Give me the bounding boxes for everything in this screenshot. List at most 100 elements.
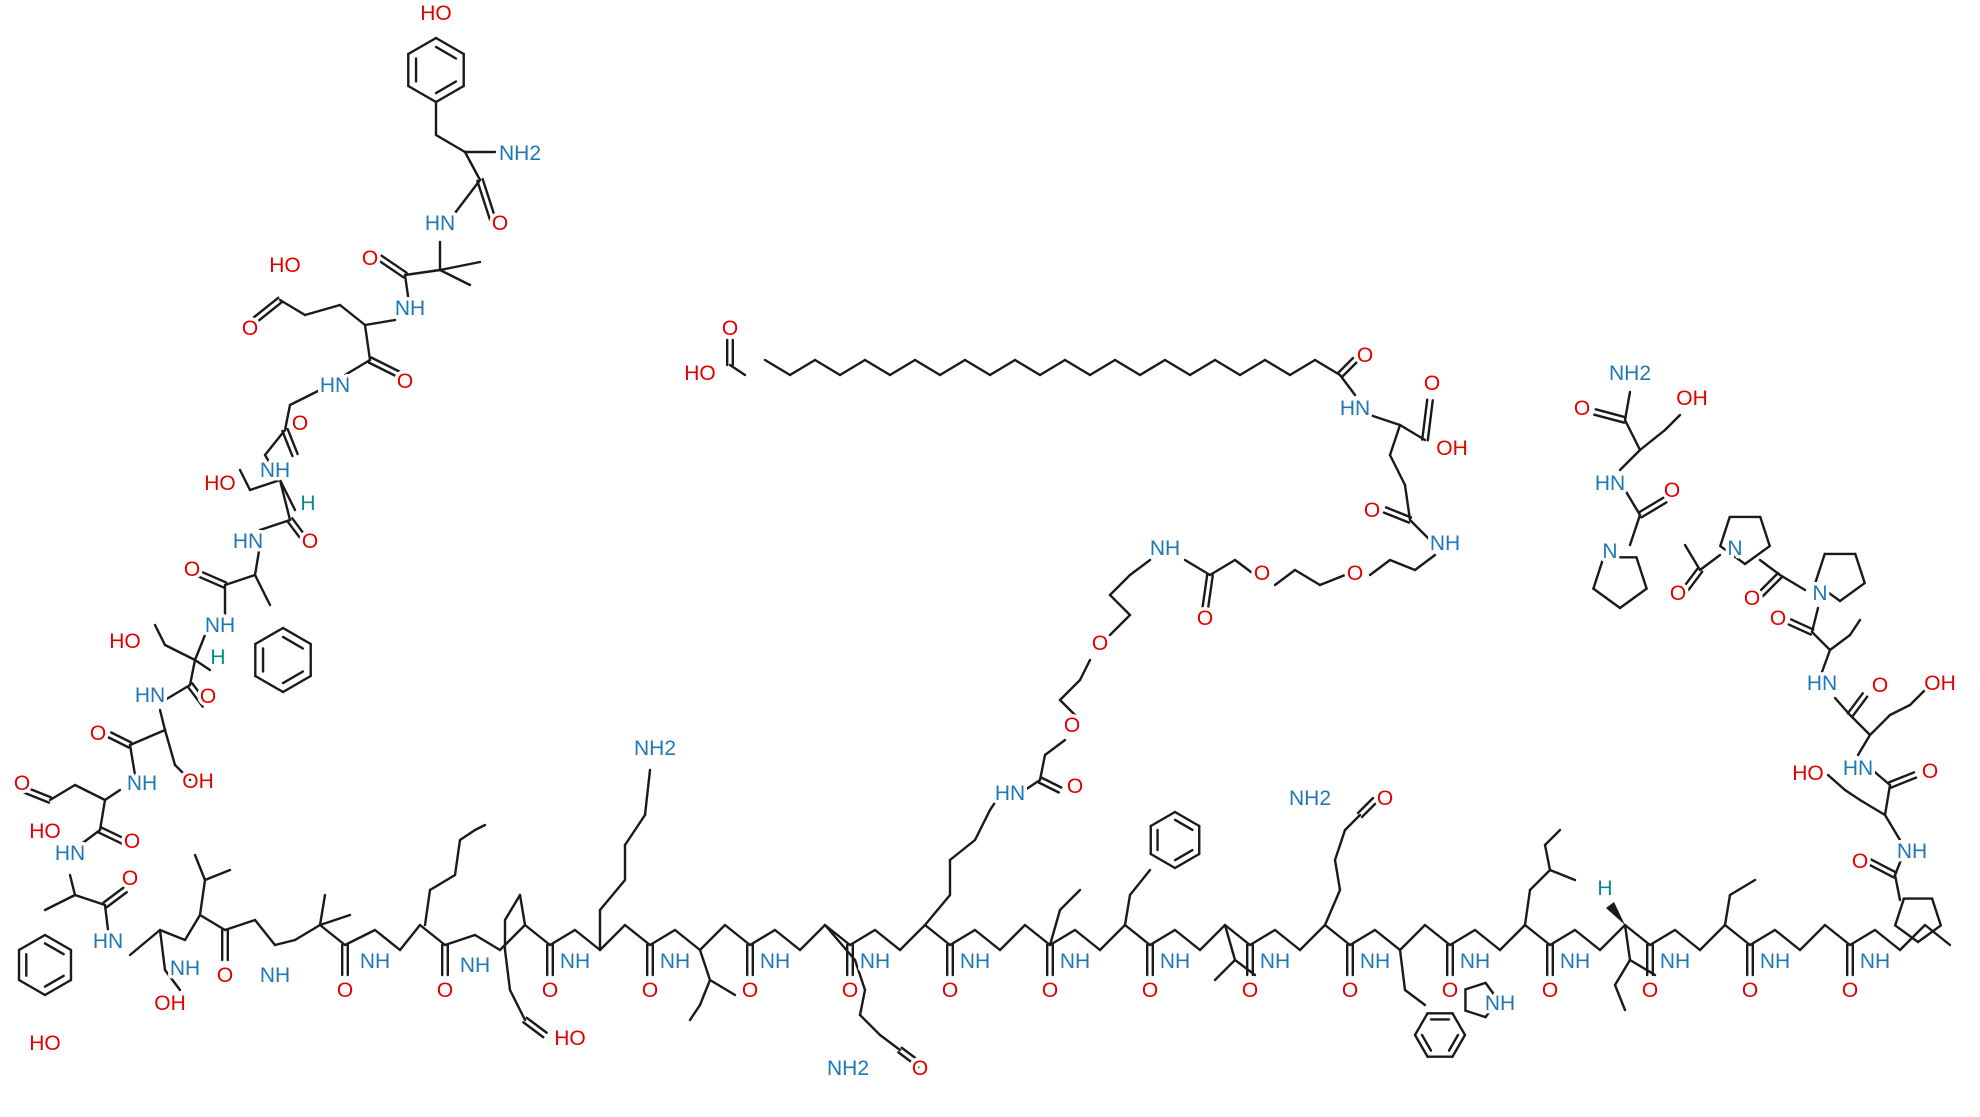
stereo-h-label: H xyxy=(1597,877,1612,900)
serine-side-chain xyxy=(1868,713,1892,737)
bond xyxy=(248,478,282,492)
isoleucine-side-chain xyxy=(1613,958,1632,987)
carbonyl-bond xyxy=(192,573,226,589)
bond xyxy=(438,268,472,287)
glutamine-side-chain xyxy=(1333,858,1342,892)
peptide-backbone-bond xyxy=(798,923,827,952)
gln-amine-label: NH2 xyxy=(1289,787,1331,810)
carbonyl-bond xyxy=(367,361,400,379)
carbonyl-o-label: O xyxy=(1670,582,1686,605)
peg-chain-bond xyxy=(1413,553,1437,572)
bond xyxy=(238,468,252,492)
bond xyxy=(153,623,167,647)
fatty-acid-chain-bond xyxy=(963,358,992,377)
indole-ring xyxy=(1447,1033,1460,1052)
bond xyxy=(253,543,262,577)
tyrosine-phenyl-ring xyxy=(17,978,47,997)
glu-hydroxyl-label: OH xyxy=(1436,437,1468,460)
carbonyl-o-label: O xyxy=(1770,607,1786,630)
peg-chain-bond xyxy=(1108,593,1132,617)
fatty-acid-chain-bond xyxy=(1238,358,1267,377)
carbonyl-bond xyxy=(97,831,125,846)
phenylalanine-phenyl-ring xyxy=(1149,810,1177,828)
carbonyl-bond xyxy=(1851,695,1869,718)
carbonyl-bond xyxy=(1340,360,1359,379)
lysine-side-chain xyxy=(598,878,627,912)
phenylalanine-phenyl-ring xyxy=(1173,810,1201,828)
proline-ring xyxy=(1838,581,1866,603)
carbonyl-bond xyxy=(105,891,128,909)
isoleucine-side-chain xyxy=(688,1003,702,1022)
carbonyl-bond xyxy=(22,791,51,804)
backbone-carbonyl-o-label: O xyxy=(1842,979,1858,1002)
aspartate-side-chain xyxy=(503,948,512,992)
bond xyxy=(98,798,107,832)
bond xyxy=(1856,733,1872,757)
glutamine-side-chain xyxy=(858,1013,882,1037)
lysine-side-chain-linker xyxy=(973,808,992,842)
peptide-backbone-bond xyxy=(1573,928,1602,952)
bond xyxy=(1548,868,1577,882)
bond xyxy=(1810,606,1820,634)
phenylalanine-phenyl-ring xyxy=(1173,848,1194,862)
leucine-side-chain xyxy=(1543,828,1562,847)
peptide-backbone-bond xyxy=(1848,928,1877,947)
amide-nh-label: HN xyxy=(1595,472,1625,495)
peptide-backbone-bond xyxy=(1373,928,1402,952)
tyr-hydroxyl-label: HO xyxy=(420,2,452,25)
fatty-acid-chain-bond xyxy=(813,358,842,377)
carbonyl-o-label: O xyxy=(122,867,138,890)
proline-ring xyxy=(1743,544,1771,566)
backbone-amide-nh-label: NH xyxy=(260,964,290,987)
carbonyl-bond xyxy=(522,1021,545,1039)
peptide-backbone-bond xyxy=(1448,928,1477,947)
bond xyxy=(403,268,442,277)
peg-chain-bond xyxy=(1293,568,1322,587)
carbonyl-bond xyxy=(1384,506,1413,519)
carbonyl-o-label: O xyxy=(397,370,413,393)
proline-ring xyxy=(1930,897,1943,927)
peptide-backbone-bond xyxy=(1198,923,1227,952)
bond xyxy=(158,928,167,972)
bond xyxy=(463,150,482,182)
carbonyl-o-label: O xyxy=(292,412,308,435)
carbonyl-o-label: O xyxy=(1357,344,1373,367)
peptide-backbone-bond xyxy=(1073,928,1102,952)
proline-ring xyxy=(1814,552,1826,585)
bond xyxy=(198,878,207,917)
bond xyxy=(103,903,110,932)
carbonyl-o-label: O xyxy=(362,247,378,270)
proline-ring xyxy=(1916,924,1943,944)
leucine-side-chain xyxy=(428,873,457,892)
peptide-backbone-bond xyxy=(1348,928,1377,947)
carbonyl-bond xyxy=(1426,399,1434,442)
bond xyxy=(1758,558,1782,577)
fatty-acid-chain-bond xyxy=(1013,358,1042,377)
glutamate-side-chain xyxy=(338,303,367,327)
ser-hydroxyl-label: HO xyxy=(1792,762,1824,785)
backbone-carbonyl-o-label: O xyxy=(1142,979,1158,1002)
backbone-carbonyl-o-label: O xyxy=(842,979,858,1002)
bond xyxy=(708,978,737,997)
lysine-side-chain xyxy=(623,813,647,847)
glutamine-side-chain xyxy=(1323,888,1342,927)
serine-side-chain xyxy=(1826,773,1847,792)
lysine-side-chain-linker xyxy=(948,838,977,862)
glu-hydroxyl-label: HO xyxy=(269,254,301,277)
peptide-backbone-bond xyxy=(848,928,877,947)
carbonyl-bond xyxy=(481,177,497,221)
leucine-side-chain xyxy=(423,888,432,927)
peptide-backbone-bond xyxy=(273,938,297,947)
phenylalanine-phenyl-ring xyxy=(281,670,305,685)
lysine-side-chain-linker xyxy=(923,893,952,927)
carbonyl-bond xyxy=(291,517,309,540)
fatty-acid-chain-bond xyxy=(763,358,792,377)
bond xyxy=(263,428,287,457)
indole-pyrrole-ring xyxy=(1464,1009,1487,1019)
carbonyl-o-label: O xyxy=(184,558,200,581)
bond xyxy=(363,318,397,327)
peptide-backbone-bond xyxy=(648,928,677,947)
peptide-backbone-bond xyxy=(1748,928,1777,947)
backbone-carbonyl-o-label: O xyxy=(642,979,658,1002)
peg-chain-bond xyxy=(1318,573,1347,587)
